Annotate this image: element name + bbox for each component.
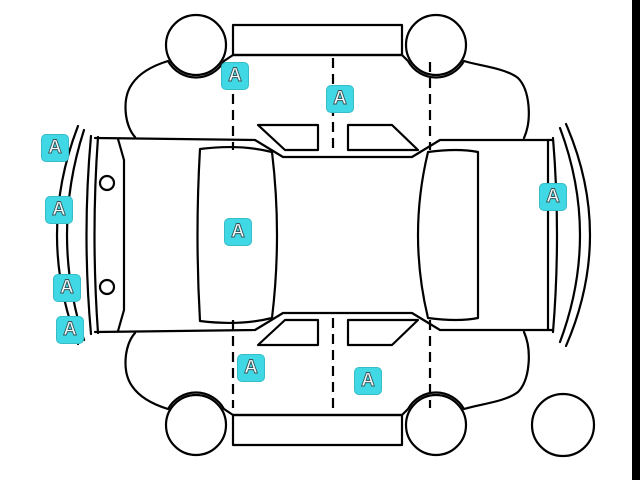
- marker-windshield[interactable]: A: [224, 218, 252, 246]
- rear-bumper-outer: [564, 122, 592, 348]
- scan-edge: [632, 0, 640, 480]
- marker-front-bumper-4[interactable]: A: [56, 316, 84, 344]
- side-view-upper: [124, 13, 530, 152]
- marker-front-door-lower[interactable]: A: [237, 354, 265, 382]
- rear-window-lower: [346, 318, 420, 347]
- side-view-lower: [124, 318, 530, 457]
- windshield: [196, 146, 279, 324]
- rear-window-upper: [346, 123, 420, 152]
- spare-tire: [530, 392, 596, 458]
- wheel-rear-upper: [404, 13, 468, 77]
- marker-rear-door-lower[interactable]: A: [354, 367, 382, 395]
- wheel-front-upper: [164, 13, 228, 77]
- rear-bumper: [546, 122, 592, 348]
- top-view-body: [93, 136, 554, 334]
- body-profile-lower: [124, 330, 530, 417]
- marker-rear-door-upper[interactable]: A: [326, 85, 354, 113]
- front-window-upper: [256, 123, 320, 152]
- rocker-panel-lower: [231, 413, 404, 447]
- grille-line: [116, 137, 126, 333]
- rocker-panel-upper: [231, 23, 404, 57]
- marker-front-door-upper[interactable]: A: [221, 62, 249, 90]
- front-panel-line-1: [85, 134, 93, 336]
- wheel-front-lower: [164, 393, 228, 457]
- headlight-left: [98, 174, 116, 192]
- front-bumper-inner: [65, 128, 86, 342]
- front-panel-line-2: [93, 135, 100, 335]
- body-profile-upper: [124, 53, 530, 140]
- rear-window: [416, 148, 480, 322]
- marker-rear-bumper[interactable]: A: [539, 183, 567, 211]
- rear-bumper-inner: [558, 126, 582, 344]
- front-window-lower: [256, 318, 320, 347]
- body-edge-lower: [93, 311, 554, 334]
- marker-front-bumper-1[interactable]: A: [41, 134, 69, 162]
- body-edge-upper: [93, 136, 554, 159]
- rear-panel-line: [551, 136, 559, 334]
- marker-front-bumper-2[interactable]: A: [45, 196, 73, 224]
- wheel-rear-lower: [404, 393, 468, 457]
- marker-front-bumper-3[interactable]: A: [53, 274, 81, 302]
- headlight-right: [98, 278, 116, 296]
